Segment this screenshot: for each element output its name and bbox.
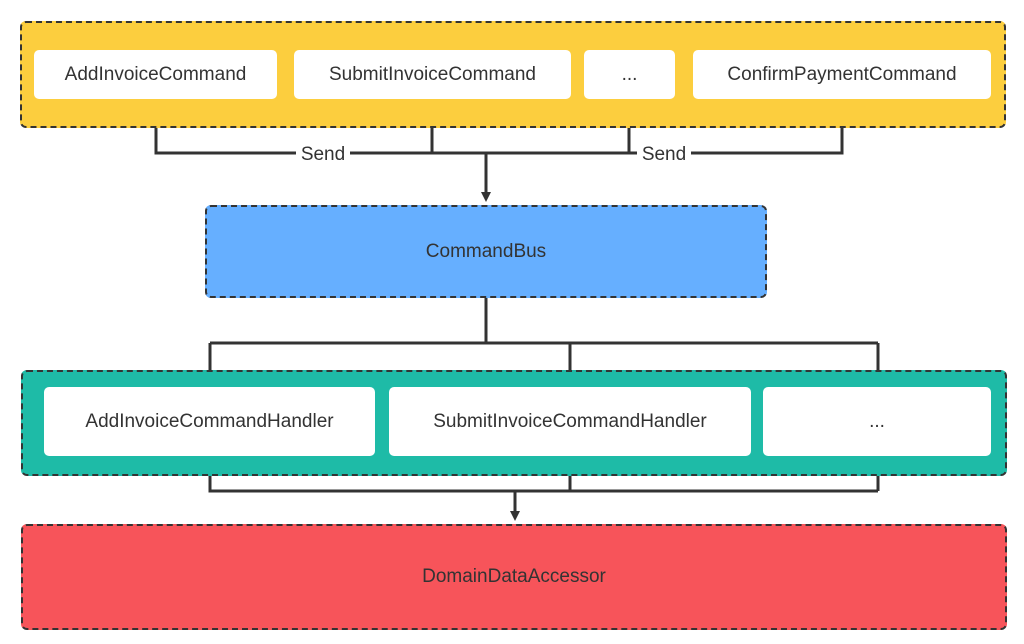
send-label-bg-1 [296, 142, 350, 164]
send-label-bg-2 [637, 142, 691, 164]
more-commands-node[interactable]: ... [584, 50, 675, 99]
send-label: Send [642, 144, 686, 165]
submit-invoice-handler-node[interactable]: SubmitInvoiceCommandHandler [389, 387, 751, 456]
send-label: Send [301, 144, 345, 165]
confirm-payment-command-node[interactable]: ConfirmPaymentCommand [693, 50, 991, 99]
submit-invoice-command-node[interactable]: SubmitInvoiceCommand [294, 50, 571, 99]
more-handlers-node[interactable]: ... [763, 387, 991, 456]
add-invoice-command-node[interactable]: AddInvoiceCommand [34, 50, 277, 99]
add-invoice-handler-node[interactable]: AddInvoiceCommandHandler [44, 387, 375, 456]
domain-data-accessor-node[interactable]: DomainDataAccessor [21, 524, 1007, 630]
command-bus-node[interactable]: CommandBus [205, 205, 767, 298]
